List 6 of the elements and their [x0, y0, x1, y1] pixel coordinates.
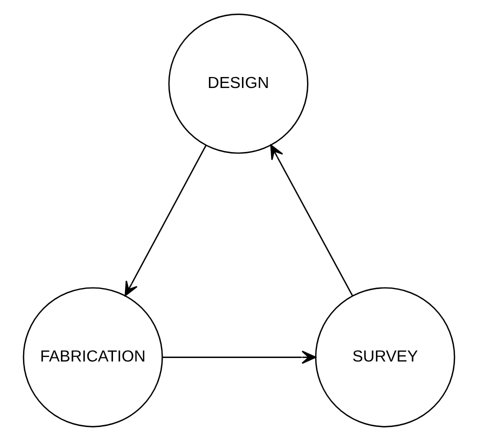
arrow — [124, 144, 207, 296]
node-circle: SURVEY — [315, 286, 456, 427]
node-circle: DESIGN — [168, 13, 308, 154]
arrow — [162, 350, 316, 364]
node-circle: FABRICATION — [22, 286, 163, 427]
arrow — [270, 144, 353, 296]
